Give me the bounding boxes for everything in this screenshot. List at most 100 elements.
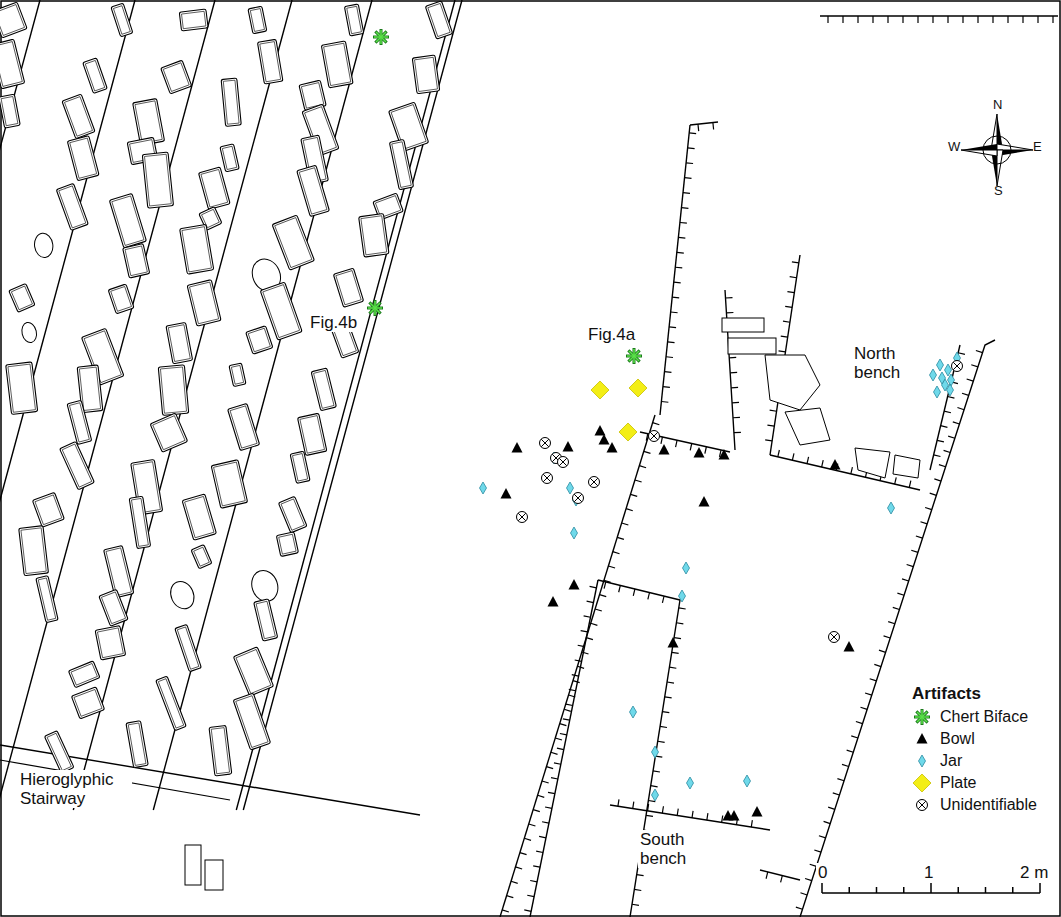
wall-line — [690, 122, 718, 125]
stone — [344, 4, 363, 36]
artifact-symbol — [543, 474, 551, 482]
artifact-symbol — [541, 439, 549, 447]
scale-tick — [958, 887, 960, 893]
map-label: South bench — [638, 830, 702, 868]
wall-tick — [613, 552, 620, 554]
stone — [246, 326, 273, 355]
stone — [175, 624, 202, 671]
compass-point — [997, 144, 1033, 150]
wall-tick — [770, 410, 777, 411]
artifact-symbol — [548, 596, 559, 607]
wall-tick — [676, 623, 683, 624]
wall-tick — [538, 795, 545, 797]
stone — [311, 368, 336, 411]
wall-tick — [833, 793, 840, 795]
wall-tick — [726, 312, 733, 314]
stone — [187, 280, 221, 326]
stone — [415, 57, 438, 91]
wall-tick — [681, 207, 688, 209]
wall-tick — [842, 16, 843, 23]
wall-tick — [551, 752, 558, 754]
wall-tick — [671, 311, 678, 313]
stone — [0, 2, 27, 38]
stone — [205, 860, 223, 890]
artifacts — [367, 29, 963, 821]
artifact-symbol — [830, 633, 838, 641]
stone — [74, 689, 102, 716]
wall-tick — [524, 838, 531, 840]
stone — [85, 60, 105, 91]
stone — [389, 139, 413, 189]
wall-tick — [887, 16, 888, 23]
artifact-symbol — [630, 706, 637, 718]
stone — [156, 676, 187, 731]
wall-tick — [646, 815, 653, 816]
wall-tick — [639, 466, 646, 468]
wall-tick — [680, 222, 687, 224]
stone — [111, 3, 133, 37]
wall-tick — [734, 432, 741, 434]
scale-tick — [1012, 887, 1014, 893]
wall-tick — [948, 436, 955, 438]
wall-tick — [578, 645, 585, 646]
wall-tick — [967, 379, 974, 381]
stone — [67, 136, 99, 181]
wall-tick — [865, 693, 872, 695]
stone — [106, 548, 131, 596]
scale-tick — [903, 887, 905, 893]
artifact-symbol — [629, 379, 647, 397]
stone — [256, 601, 275, 638]
artifact-symbol — [540, 438, 551, 449]
artifact-symbol — [376, 32, 386, 42]
wall-line — [770, 455, 920, 490]
artifact-symbol — [571, 527, 578, 539]
artifact-symbol — [729, 810, 740, 821]
wall-tick — [962, 393, 969, 395]
wall-tick — [796, 907, 803, 909]
wall-tick — [653, 423, 660, 425]
artifact-symbol — [930, 369, 937, 381]
wall-tick — [669, 667, 676, 668]
stone — [142, 152, 173, 208]
wall-tick — [842, 764, 849, 766]
map-label: Fig.4b — [308, 313, 359, 332]
wall-tick — [529, 824, 536, 826]
compass-point — [997, 150, 1003, 186]
wall-tick — [705, 447, 707, 454]
wall-tick — [667, 682, 674, 683]
wall-tick — [548, 792, 555, 793]
stone — [36, 576, 58, 623]
scale-bar — [822, 883, 1040, 893]
wall-tick — [785, 306, 792, 307]
stone — [60, 441, 95, 489]
wall-tick — [690, 443, 692, 450]
wall-tick — [884, 636, 891, 638]
wall-tick — [590, 586, 597, 587]
wall-tick — [962, 16, 963, 23]
wall-tick — [692, 811, 693, 818]
stone — [150, 413, 188, 452]
legend-symbol — [912, 773, 932, 793]
artifact-symbol — [649, 431, 660, 442]
wall-tick — [572, 675, 579, 676]
artifact-symbol — [650, 432, 658, 440]
wall-tick — [731, 387, 738, 389]
wall-tick — [857, 16, 858, 23]
artifact-symbol — [574, 494, 582, 502]
artifact-symbol — [953, 362, 961, 370]
wall-tick — [902, 16, 903, 23]
wall-tick — [957, 408, 964, 410]
wall-line — [610, 805, 770, 830]
stone — [248, 6, 267, 34]
wall-line — [660, 125, 690, 415]
artifact-symbol — [744, 775, 751, 787]
wall-tick — [530, 881, 537, 882]
stone — [166, 578, 198, 613]
stone — [229, 363, 246, 387]
stone — [0, 94, 20, 128]
wall-tick — [814, 850, 821, 852]
stone — [9, 283, 35, 312]
stone — [389, 139, 413, 189]
stone — [290, 451, 310, 483]
